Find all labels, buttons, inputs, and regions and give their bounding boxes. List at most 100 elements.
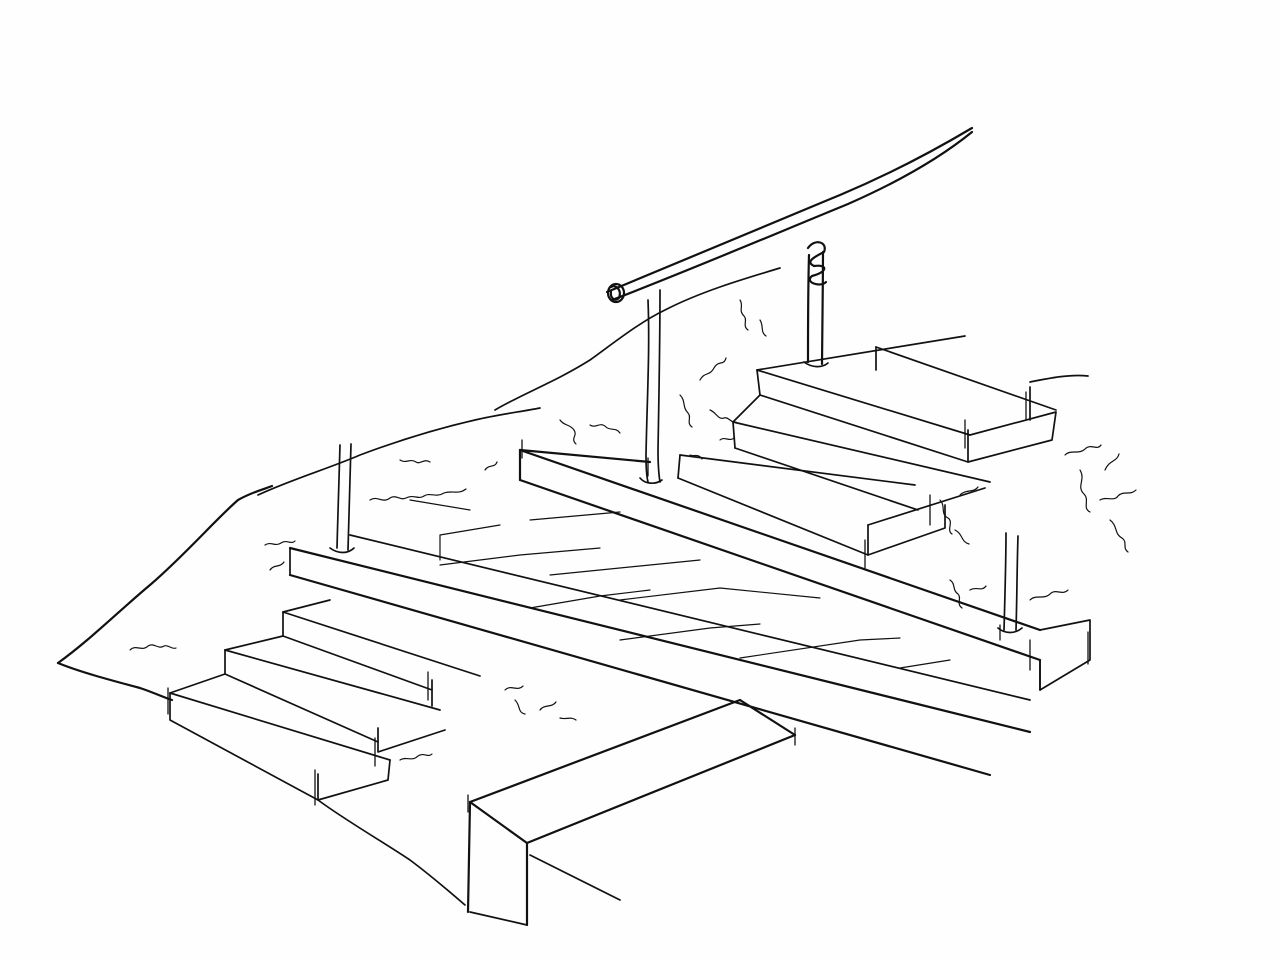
bank-scribble-2 — [399, 459, 498, 471]
plant-mid-b — [949, 579, 1069, 609]
bank-scribble-6 — [739, 299, 767, 337]
coil-post-right-edge — [820, 250, 825, 366]
walkway-upper-edge — [288, 546, 1032, 734]
ll-top-back — [282, 599, 331, 613]
paving-joint-2 — [439, 524, 501, 561]
walkway-lower-edge — [288, 573, 992, 777]
low-step-riser-bottom — [677, 477, 869, 556]
mid-step-back — [732, 394, 761, 423]
handrail-top-line — [605, 126, 974, 294]
lower-ground-line — [317, 799, 466, 906]
landing-right-end — [1039, 619, 1091, 691]
mid-step-riser-bottom — [734, 447, 919, 511]
lower-left-stairs — [169, 599, 481, 801]
landing-slab — [409, 448, 1091, 691]
right-post-a — [1003, 532, 1007, 631]
top-step-right-end — [967, 411, 1057, 463]
low-step-right-top — [867, 487, 986, 526]
right-ground-line — [1029, 374, 1089, 383]
plant-lower — [504, 685, 577, 721]
top-step-back-right — [875, 346, 1031, 421]
top-step-front-left — [756, 369, 971, 436]
ll-mid-front — [224, 649, 441, 711]
bank-scribble-4 — [679, 357, 727, 428]
paving-joint-1 — [409, 499, 471, 511]
ll-bot-back — [169, 673, 226, 694]
front-block-inner-line — [529, 854, 621, 901]
front-block-bottom-line — [469, 911, 528, 926]
corner-ticks — [167, 391, 1089, 813]
paving-joint-9 — [739, 637, 901, 659]
coil-post-base — [803, 361, 829, 368]
ll-mid-riser — [224, 649, 379, 743]
low-step-top-front — [679, 454, 916, 486]
left-slope-edge — [56, 484, 274, 665]
ground-squiggle-step — [399, 753, 433, 761]
walkway — [288, 534, 1032, 777]
bank-scribble-5 — [689, 409, 737, 460]
coil-wrap — [806, 241, 828, 286]
bank-top-line — [494, 267, 781, 411]
coil-post-left-edge — [806, 253, 811, 364]
low-step-riser-left — [677, 454, 681, 479]
front-block-top-front — [468, 733, 797, 845]
plant-left-small — [264, 540, 296, 571]
handrail-bottom-line — [610, 130, 974, 302]
handrail-post-base — [639, 477, 663, 484]
ground-squiggle-left — [129, 644, 177, 651]
ll-bot-front — [169, 692, 391, 761]
upper-bank-line — [257, 407, 541, 496]
vegetation — [129, 299, 1137, 761]
plant-mid-a — [939, 486, 979, 545]
ll-mid-back — [224, 635, 284, 651]
top-step-riser-left — [756, 369, 761, 396]
handrail-post-left — [645, 299, 650, 483]
mid-step-riser-left — [732, 421, 736, 449]
tick-1 — [864, 391, 1027, 569]
handrail-post-right — [657, 289, 661, 483]
paving-joint-5 — [549, 559, 701, 576]
handrail — [605, 126, 974, 484]
paving-joint-4 — [439, 547, 601, 566]
ll-top-riser — [282, 611, 433, 691]
front-block-top-right — [738, 698, 797, 737]
landing-top-edge — [518, 448, 1042, 632]
tick-3 — [167, 687, 796, 813]
top-step-top-right — [875, 346, 1057, 411]
ground-slope-lines — [56, 267, 1089, 906]
paving-joint-10 — [899, 659, 951, 669]
tick-2 — [374, 631, 1089, 767]
upper-right-stairs — [677, 335, 1057, 556]
front-block-left-face — [466, 800, 472, 914]
tick-4 — [521, 439, 1001, 641]
left-post-b — [347, 443, 352, 551]
left-post-base — [329, 547, 355, 554]
coil-post — [803, 241, 829, 368]
front-block-top-left — [468, 698, 742, 804]
right-post-b — [1015, 535, 1019, 631]
bank-scribble-3 — [559, 419, 621, 445]
handrail-end-cap-inner — [609, 285, 621, 301]
ll-mid-right — [377, 727, 446, 753]
plant-right-a — [1064, 444, 1120, 513]
landing-back-edge — [518, 448, 652, 464]
ll-bot-riser — [169, 692, 319, 801]
ll-top-front — [282, 611, 481, 677]
landing-front-edge — [518, 478, 1042, 662]
right-post-base — [997, 627, 1023, 634]
walkway-curb-top — [349, 534, 1031, 701]
left-post-a — [336, 444, 341, 549]
paving-joint-8 — [619, 623, 761, 641]
bank-scribble-1 — [369, 488, 467, 501]
top-step-top-back — [756, 335, 966, 371]
paving-joint-3 — [529, 511, 621, 521]
paving-joint-7 — [619, 587, 821, 601]
left-lower-ground — [56, 661, 174, 702]
front-block — [466, 698, 797, 927]
top-step-riser-bottom — [759, 394, 969, 463]
mid-step-top-front — [732, 421, 991, 483]
plant-right-b — [1099, 489, 1137, 553]
ll-bot-right — [317, 759, 391, 801]
handrail-end-cap — [606, 282, 626, 304]
